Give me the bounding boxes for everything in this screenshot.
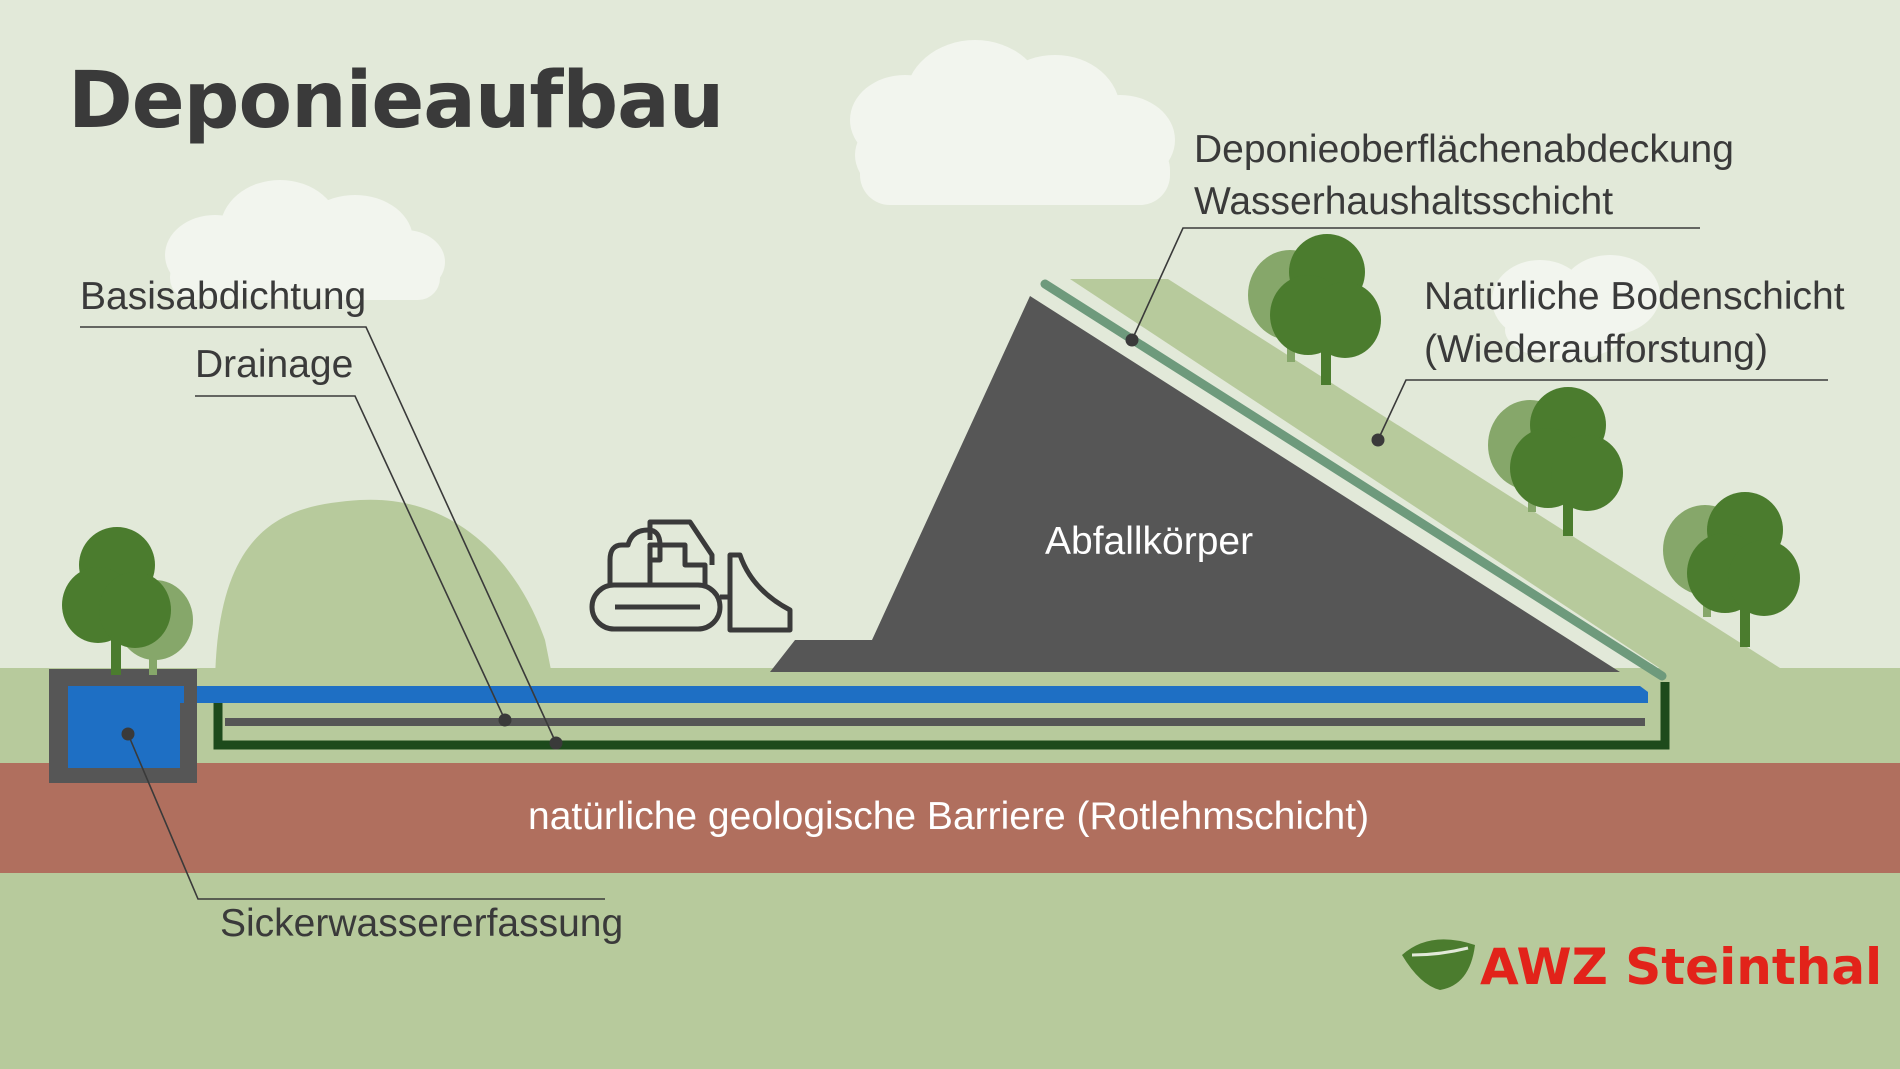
bulldozer-icon bbox=[589, 519, 793, 633]
label-oberflaeche-line1: Deponieoberflächenabdeckung bbox=[1194, 128, 1734, 171]
label-sickerwasser: Sickerwassererfassung bbox=[220, 902, 624, 945]
geological-barrier bbox=[0, 763, 1900, 873]
cloud-left bbox=[165, 180, 445, 300]
page-title: Deponieaufbau bbox=[68, 56, 724, 146]
leaf-logo-icon bbox=[1402, 939, 1475, 990]
tree-icon bbox=[1248, 234, 1381, 385]
callout-dots bbox=[121, 333, 1385, 750]
callout-drainage bbox=[195, 395, 506, 721]
basin-inlet bbox=[172, 686, 184, 703]
brand-name: AWZ Steinthal bbox=[1480, 938, 1883, 996]
callout-oberflaeche bbox=[1131, 227, 1700, 341]
label-drainage: Drainage bbox=[195, 343, 354, 386]
surface-cover-line bbox=[1040, 279, 1667, 681]
label-boden-line1: Natürliche Bodenschicht bbox=[1424, 275, 1845, 318]
callout-lines bbox=[80, 227, 1828, 900]
tree-icon bbox=[1663, 492, 1800, 647]
label-oberflaeche-line2: Wasserhaushaltsschicht bbox=[1194, 180, 1614, 223]
tree-icon bbox=[1488, 387, 1623, 536]
base-sealing-line bbox=[213, 682, 1670, 750]
callout-sickerwasser bbox=[127, 733, 605, 900]
label-boden-line2: (Wiederaufforstung) bbox=[1424, 328, 1768, 371]
background-hill bbox=[215, 499, 555, 690]
callout-boden bbox=[1377, 379, 1828, 441]
natural-soil-layer bbox=[1070, 279, 1780, 675]
base-layers bbox=[170, 682, 1670, 750]
cloud-middle bbox=[850, 40, 1175, 205]
waste-body bbox=[770, 296, 1620, 672]
label-abfallkoerper: Abfallkörper bbox=[1045, 520, 1254, 563]
label-barriere: natürliche geologische Barriere (Rotlehm… bbox=[528, 795, 1370, 838]
callout-basisabdichtung bbox=[80, 326, 557, 744]
leachate-basin-water bbox=[68, 686, 180, 768]
cloud-right bbox=[1492, 255, 1660, 360]
clouds bbox=[165, 40, 1660, 360]
label-basisabdichtung: Basisabdichtung bbox=[80, 275, 367, 318]
drainage-blue-layer bbox=[170, 686, 1648, 703]
tree-icon bbox=[62, 527, 193, 675]
